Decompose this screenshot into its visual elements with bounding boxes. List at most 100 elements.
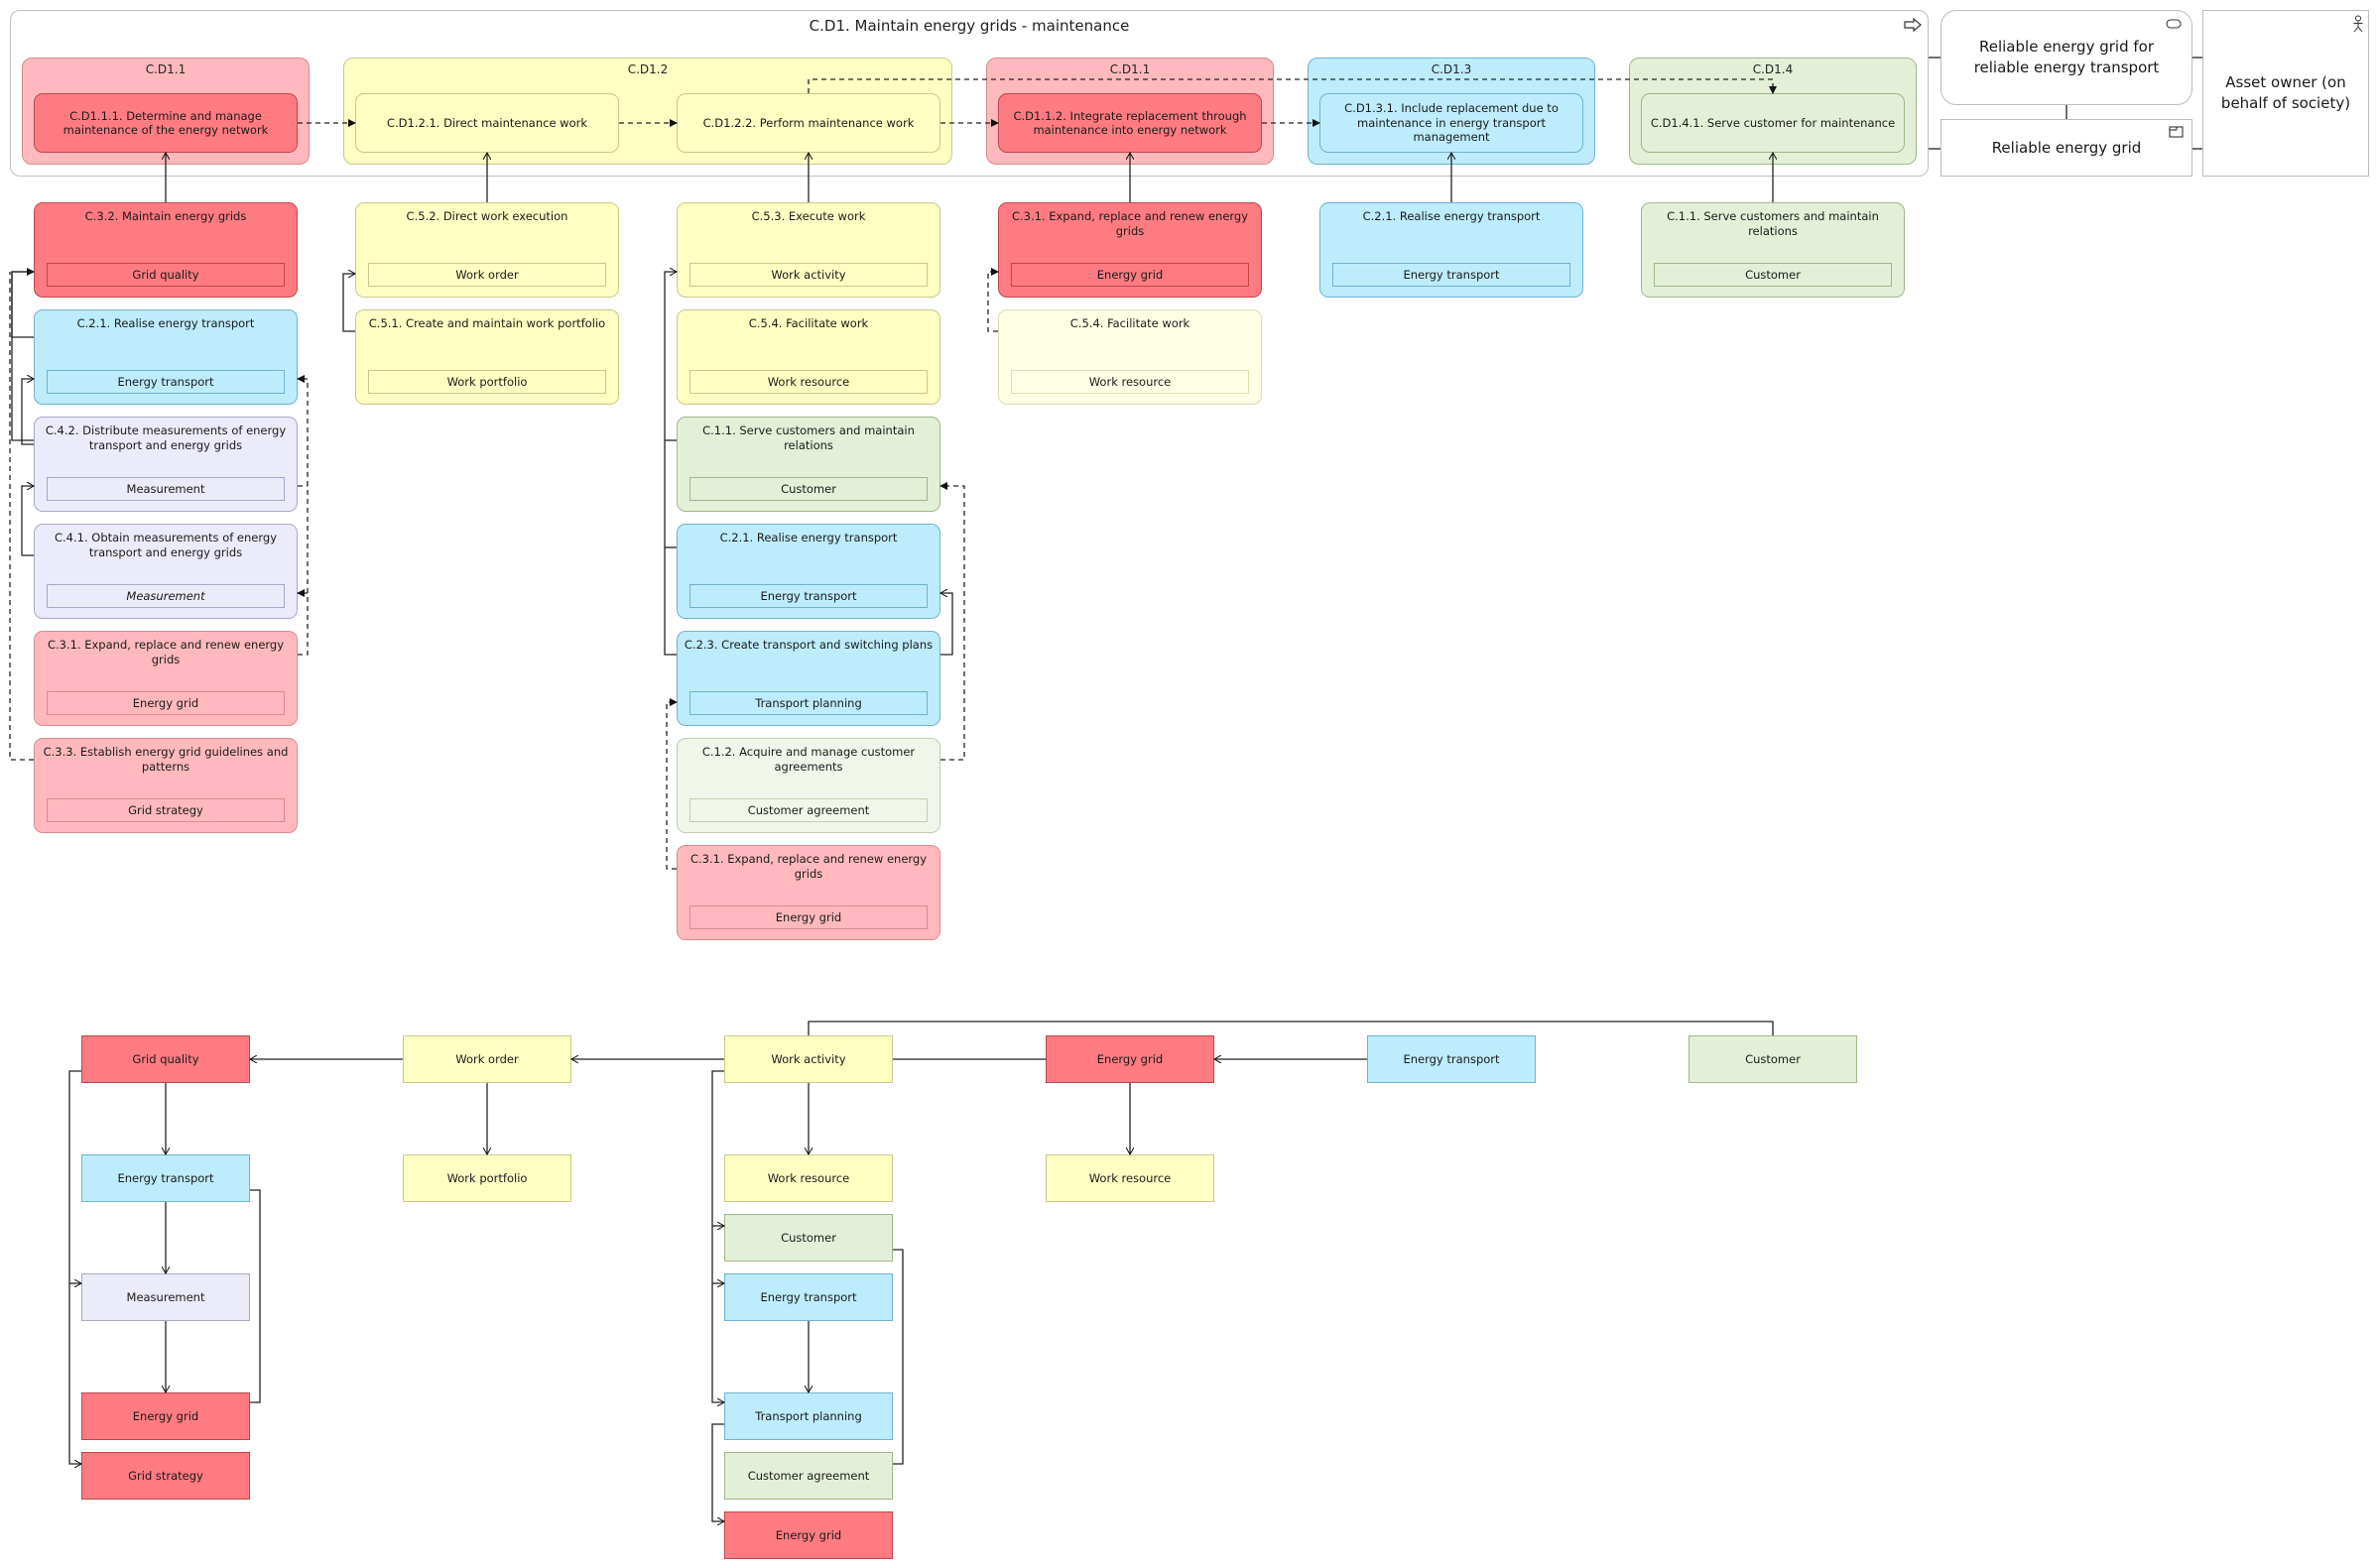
business-object[interactable]: Customer bbox=[1654, 263, 1892, 287]
business-object[interactable]: Grid strategy bbox=[47, 798, 285, 822]
composition-connector bbox=[11, 268, 35, 338]
actor-label: Asset owner (on behalf of society) bbox=[2220, 73, 2351, 112]
tree-connector bbox=[68, 1070, 81, 1464]
business-object[interactable]: Work resource bbox=[1011, 370, 1249, 394]
flow-connector bbox=[297, 375, 309, 656]
business-object[interactable]: Customer bbox=[689, 477, 928, 501]
actor-asset-owner[interactable]: Asset owner (on behalf of society) bbox=[2202, 10, 2369, 177]
composition-connector bbox=[342, 274, 355, 332]
business-object[interactable]: Work resource bbox=[689, 370, 928, 394]
capability-title: C.2.1. Realise energy transport bbox=[1362, 209, 1541, 223]
business-object[interactable]: Transport planning bbox=[689, 691, 928, 715]
capability-title: C.3.1. Expand, replace and renew energy … bbox=[47, 638, 285, 666]
capability-card-c3[interactable]: C.1.1. Serve customers and maintain rela… bbox=[677, 417, 940, 512]
frame-title: C.D1. Maintain energy grids - maintenanc… bbox=[809, 17, 1130, 35]
capability-card-d1[interactable]: C.3.1. Expand, replace and renew energy … bbox=[998, 202, 1262, 298]
composition-connector bbox=[664, 272, 677, 656]
object-tree-node-t11[interactable]: Energy transport bbox=[724, 1273, 893, 1321]
capability-card-f1[interactable]: C.1.1. Serve customers and maintain rela… bbox=[1641, 202, 1905, 298]
tree-connector bbox=[808, 1021, 1774, 1035]
process-frame[interactable]: C.D1. Maintain energy grids - maintenanc… bbox=[10, 10, 1929, 177]
business-object[interactable]: Work portfolio bbox=[368, 370, 606, 394]
access-connector bbox=[21, 379, 34, 445]
object-tree-node-t14[interactable]: Energy grid bbox=[724, 1511, 893, 1559]
business-object[interactable]: Energy grid bbox=[1011, 263, 1249, 287]
tree-connector bbox=[711, 1423, 724, 1521]
object-tree-node-t9[interactable]: Work resource bbox=[724, 1154, 893, 1202]
capability-card-a3[interactable]: C.4.2. Distribute measurements of energy… bbox=[34, 417, 298, 512]
business-object[interactable]: Energy transport bbox=[689, 584, 928, 608]
process-label: C.D1.1.1. Determine and manage maintenan… bbox=[63, 108, 269, 137]
capability-title: C.2.1. Realise energy transport bbox=[76, 316, 255, 330]
business-object[interactable]: Customer agreement bbox=[689, 798, 928, 822]
object-tree-node-t18[interactable]: Customer bbox=[1689, 1035, 1857, 1083]
flow-connector bbox=[987, 268, 999, 332]
business-object[interactable]: Energy transport bbox=[47, 370, 285, 394]
capability-title: C.3.1. Expand, replace and renew energy … bbox=[1011, 209, 1249, 238]
object-tree-node-t12[interactable]: Transport planning bbox=[724, 1392, 893, 1440]
object-tree-node-t4[interactable]: Energy grid bbox=[81, 1392, 250, 1440]
capability-title: C.3.2. Maintain energy grids bbox=[84, 209, 247, 223]
capability-card-c7[interactable]: C.3.1. Expand, replace and renew energy … bbox=[677, 845, 940, 940]
access-connector bbox=[940, 593, 953, 656]
actor-icon bbox=[2353, 15, 2363, 33]
capability-card-b2[interactable]: C.5.1. Create and maintain work portfoli… bbox=[355, 309, 619, 405]
process-cd1-3-1[interactable]: C.D1.3.1. Include replacement due to mai… bbox=[1319, 93, 1583, 153]
tree-connector bbox=[711, 1070, 724, 1402]
object-tree-node-t10[interactable]: Customer bbox=[724, 1214, 893, 1262]
object-tree-node-t1[interactable]: Grid quality bbox=[81, 1035, 250, 1083]
group-label: C.D1.2 bbox=[627, 62, 669, 76]
business-object[interactable]: Grid quality bbox=[47, 263, 285, 287]
capability-title: C.3.3. Establish energy grid guidelines … bbox=[43, 745, 289, 774]
group-label: C.D1.3 bbox=[1431, 62, 1472, 76]
capability-title: C.5.3. Execute work bbox=[751, 209, 866, 223]
capability-title: C.1.1. Serve customers and maintain rela… bbox=[1667, 209, 1879, 238]
business-object[interactable]: Measurement bbox=[47, 584, 285, 608]
object-tree-node-t15[interactable]: Energy grid bbox=[1046, 1035, 1214, 1083]
capability-card-c6[interactable]: C.1.2. Acquire and manage customer agree… bbox=[677, 738, 940, 833]
capability-card-a5[interactable]: C.3.1. Expand, replace and renew energy … bbox=[34, 631, 298, 726]
capability-card-a6[interactable]: C.3.3. Establish energy grid guidelines … bbox=[34, 738, 298, 833]
business-object[interactable]: Measurement bbox=[47, 477, 285, 501]
object-tree-node-t8[interactable]: Work activity bbox=[724, 1035, 893, 1083]
capability-title: C.4.2. Distribute measurements of energy… bbox=[45, 423, 287, 452]
object-tree-node-t3[interactable]: Measurement bbox=[81, 1273, 250, 1321]
object-tree-node-t2[interactable]: Energy transport bbox=[81, 1154, 250, 1202]
business-object[interactable]: Energy grid bbox=[47, 691, 285, 715]
capability-title: C.2.3. Create transport and switching pl… bbox=[684, 638, 934, 652]
capability-card-c5[interactable]: C.2.3. Create transport and switching pl… bbox=[677, 631, 940, 726]
object-tree-node-t5[interactable]: Grid strategy bbox=[81, 1452, 250, 1500]
process-cd1-2-1[interactable]: C.D1.2.1. Direct maintenance work bbox=[355, 93, 619, 153]
service-reliable-energy-grid-for-transport[interactable]: Reliable energy grid for reliable energy… bbox=[1940, 10, 2192, 105]
capability-title: C.1.1. Serve customers and maintain rela… bbox=[702, 423, 915, 452]
object-tree-node-t7[interactable]: Work portfolio bbox=[403, 1154, 571, 1202]
capability-title: C.5.1. Create and maintain work portfoli… bbox=[368, 316, 606, 330]
process-arrow-icon bbox=[1904, 18, 1922, 32]
object-tree-node-t13[interactable]: Customer agreement bbox=[724, 1452, 893, 1500]
business-object[interactable]: Energy transport bbox=[1332, 263, 1570, 287]
process-cd1-2-2[interactable]: C.D1.2.2. Perform maintenance work bbox=[677, 93, 940, 153]
group-label: C.D1.4 bbox=[1752, 62, 1794, 76]
service-label: Reliable energy grid for reliable energy… bbox=[1973, 38, 2160, 76]
product-reliable-energy-grid[interactable]: Reliable energy grid bbox=[1940, 119, 2192, 177]
flow-connector bbox=[939, 482, 965, 761]
business-object[interactable]: Energy grid bbox=[689, 905, 928, 929]
business-object[interactable]: Work activity bbox=[689, 263, 928, 287]
object-tree-node-t17[interactable]: Energy transport bbox=[1367, 1035, 1536, 1083]
group-label: C.D1.1 bbox=[1109, 62, 1151, 76]
business-object[interactable]: Work order bbox=[368, 263, 606, 287]
composition-connector bbox=[11, 271, 34, 441]
process-cd1-1-2[interactable]: C.D1.1.2. Integrate replacement through … bbox=[998, 93, 1262, 153]
capability-card-a4[interactable]: C.4.1. Obtain measurements of energy tra… bbox=[34, 524, 298, 619]
capability-title: C.4.1. Obtain measurements of energy tra… bbox=[54, 531, 278, 559]
object-tree-node-t6[interactable]: Work order bbox=[403, 1035, 571, 1083]
service-icon bbox=[2166, 19, 2182, 29]
